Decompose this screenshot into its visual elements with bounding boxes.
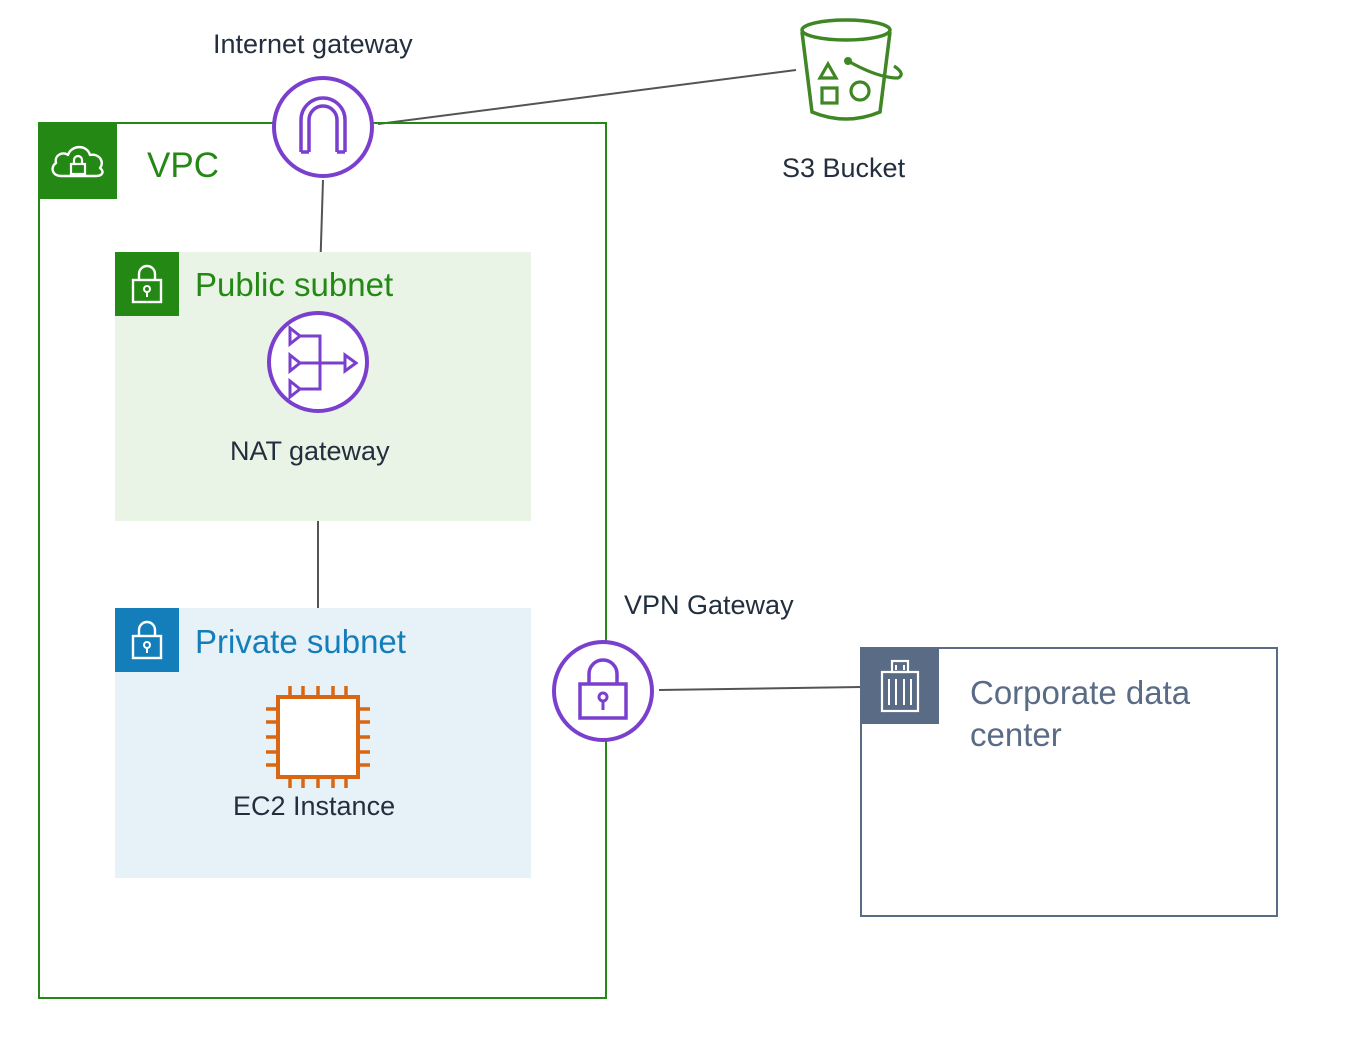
chip-icon xyxy=(266,686,370,788)
corporate-header-icon xyxy=(861,648,939,724)
vpn-gateway-label: VPN Gateway xyxy=(624,590,794,620)
line-vpn-to-corporate xyxy=(658,686,862,691)
line-igw-to-s3 xyxy=(377,69,797,125)
public-subnet-label: Public subnet xyxy=(195,266,394,303)
padlock-icon xyxy=(131,620,163,660)
internet-gateway-icon xyxy=(272,76,374,178)
internet-gateway-label: Internet gateway xyxy=(213,29,413,59)
private-subnet-header-icon xyxy=(115,608,179,672)
corporate-label-line2: center xyxy=(970,716,1062,753)
vpc-header-icon xyxy=(39,123,117,199)
cloud-lock-icon xyxy=(51,145,104,178)
nat-gateway-icon xyxy=(267,311,369,413)
s3-bucket-label: S3 Bucket xyxy=(782,153,906,183)
corporate-data-center-group xyxy=(860,647,1278,917)
nat-gateway-label: NAT gateway xyxy=(230,436,390,466)
corporate-label-line1: Corporate data xyxy=(970,674,1191,711)
ec2-instance-label: EC2 Instance xyxy=(233,791,396,821)
building-icon xyxy=(880,659,920,713)
private-subnet-label: Private subnet xyxy=(195,623,406,660)
vpc-label: VPC xyxy=(147,146,219,185)
public-subnet-header-icon xyxy=(115,252,179,316)
vpn-lock-icon xyxy=(552,640,654,742)
bucket-icon xyxy=(800,18,903,121)
padlock-icon xyxy=(131,264,163,304)
